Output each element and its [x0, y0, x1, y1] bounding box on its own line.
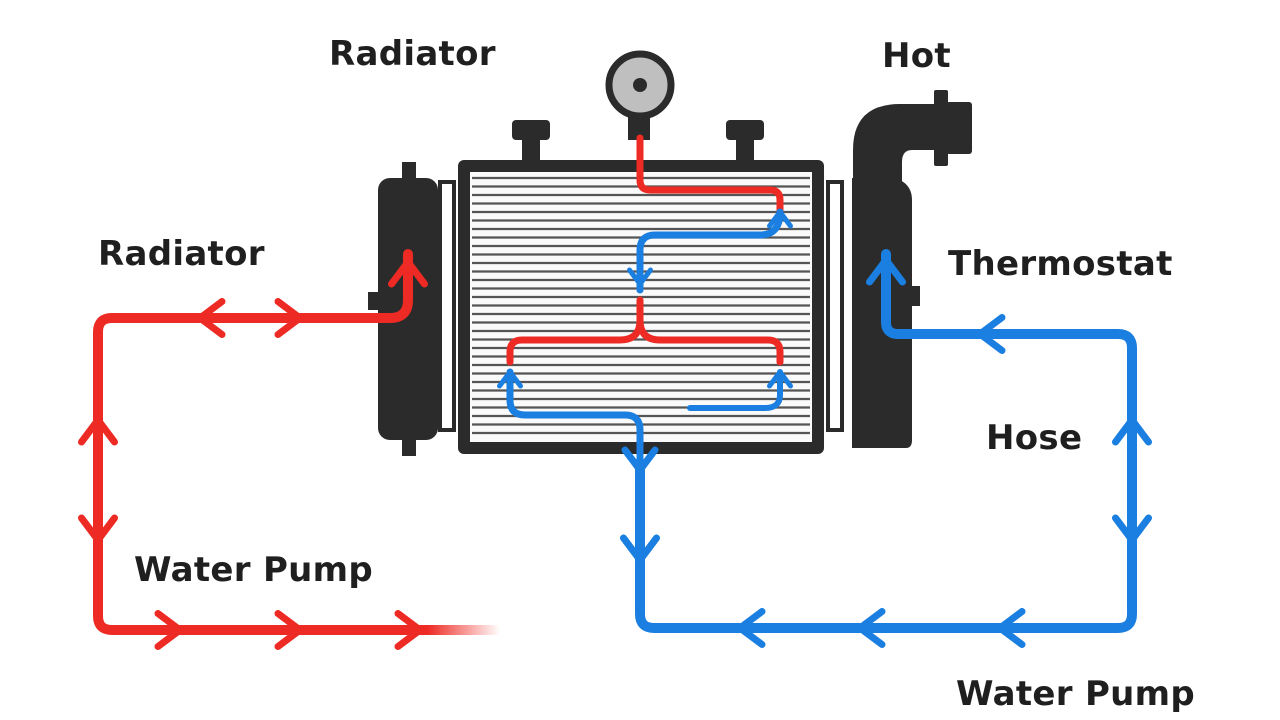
- flow-arrow-icon: [620, 534, 660, 564]
- radiator-cap-right-neck: [736, 138, 754, 160]
- left-rail: [438, 180, 456, 432]
- flow-arrow-icon: [78, 514, 118, 544]
- left-tank-mount: [368, 292, 384, 310]
- flow-arrow-icon: [736, 608, 766, 648]
- flow-arrow-icon: [1112, 514, 1152, 544]
- hot-flow-internal-split: [506, 296, 784, 366]
- label-radiator-left: Radiator: [98, 234, 265, 274]
- flow-arrow-icon: [767, 209, 793, 229]
- label-hot: Hot: [882, 36, 951, 76]
- flow-arrow-icon: [1112, 416, 1152, 446]
- flow-arrow-icon: [274, 298, 304, 338]
- label-water-pump-left: Water Pump: [134, 550, 374, 590]
- outlet-elbow-pipe: [853, 104, 938, 190]
- right-rail: [826, 180, 844, 432]
- right-tank-mount: [906, 286, 920, 306]
- outlet-flange: [934, 90, 948, 166]
- flow-arrow-icon: [388, 258, 428, 288]
- radiator-cap-left-neck: [522, 138, 540, 160]
- flow-arrow-icon: [621, 446, 659, 474]
- flow-arrow-icon: [154, 610, 184, 650]
- flow-arrow-icon: [497, 369, 523, 389]
- cold-flow-internal-bottom: [506, 368, 644, 474]
- label-thermostat: Thermostat: [948, 244, 1173, 284]
- radiator-cap-left: [512, 120, 550, 140]
- flow-arrow-icon: [767, 369, 793, 389]
- flow-arrows: [78, 209, 1152, 650]
- label-hose: Hose: [986, 418, 1083, 458]
- outlet-flange-cap: [946, 102, 972, 154]
- coolant-flow: [93, 134, 1137, 635]
- flow-arrow-icon: [996, 608, 1026, 648]
- left-tank-bracket-top: [402, 162, 416, 184]
- flow-arrow-icon: [856, 608, 886, 648]
- flow-arrow-icon: [866, 256, 906, 286]
- hot-loop: [93, 249, 505, 635]
- gauge-center: [633, 78, 647, 92]
- label-water-pump-right: Water Pump: [956, 674, 1196, 714]
- hot-flow-internal-top: [636, 134, 784, 216]
- flow-arrow-icon: [196, 298, 226, 338]
- flow-arrow-icon: [78, 416, 118, 446]
- flow-arrow-icon: [976, 314, 1006, 354]
- cold-flow-internal-right: [687, 369, 783, 411]
- left-tank-bracket-bottom: [402, 434, 416, 456]
- cold-loop: [635, 249, 1137, 633]
- radiator-cap-right: [726, 120, 764, 140]
- flow-arrow-icon: [394, 610, 424, 650]
- label-radiator-top: Radiator: [329, 34, 496, 74]
- cold-flow-internal-top: [636, 208, 784, 294]
- flow-arrow-icon: [274, 610, 304, 650]
- flow-arrow-icon: [627, 267, 653, 287]
